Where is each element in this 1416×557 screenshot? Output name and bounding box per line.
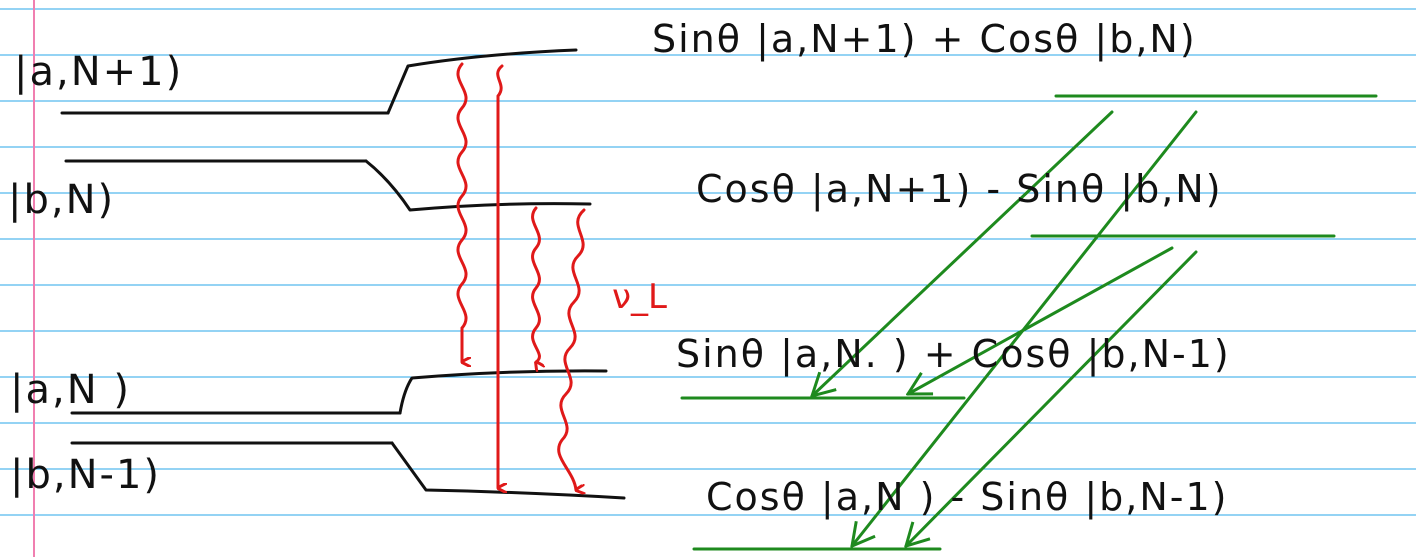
decay-arrows bbox=[812, 110, 1198, 546]
dressed-state-label-lower-plus: Sinθ |a,N. ) + Cosθ |b,N-1) bbox=[676, 332, 1231, 376]
dressed-state-label-upper-plus: Sinθ |a,N+1) + Cosθ |b,N) bbox=[652, 17, 1197, 61]
emission-frequency-label: ν_L bbox=[612, 277, 667, 317]
dressed-state-label-lower-minus: Cosθ |a,N ) - Sinθ |b,N-1) bbox=[706, 475, 1229, 519]
bare-state-label-a-N+1: |a,N+1) bbox=[14, 49, 184, 95]
level-lower-plus bbox=[398, 369, 608, 415]
bare-state-label-b-N: |b,N) bbox=[8, 177, 116, 223]
level-upper-plus bbox=[386, 48, 578, 115]
straight-decay-arrow-icon bbox=[812, 110, 1114, 396]
straight-decay-arrow-icon bbox=[496, 64, 502, 488]
wavy-emission-arrow-icon bbox=[456, 62, 466, 362]
ruled-lines bbox=[0, 8, 1416, 516]
emission-arrows bbox=[456, 62, 586, 490]
level-lower-minus bbox=[390, 441, 626, 500]
dressed-level-connectors bbox=[364, 48, 626, 500]
straight-decay-arrow-icon bbox=[908, 246, 1174, 394]
straight-decay-arrow-icon bbox=[906, 250, 1198, 546]
wavy-emission-arrow-icon bbox=[557, 208, 586, 490]
bare-levels bbox=[60, 111, 402, 445]
dressed-state-label-upper-minus: Cosθ |a,N+1) - Sinθ |b,N) bbox=[696, 167, 1223, 211]
bare-state-label-b-N-1: |b,N-1) bbox=[10, 452, 161, 498]
wavy-emission-arrow-icon bbox=[531, 206, 540, 362]
bare-state-label-a-N: |a,N ) bbox=[10, 367, 131, 413]
level-upper-minus bbox=[364, 159, 592, 212]
